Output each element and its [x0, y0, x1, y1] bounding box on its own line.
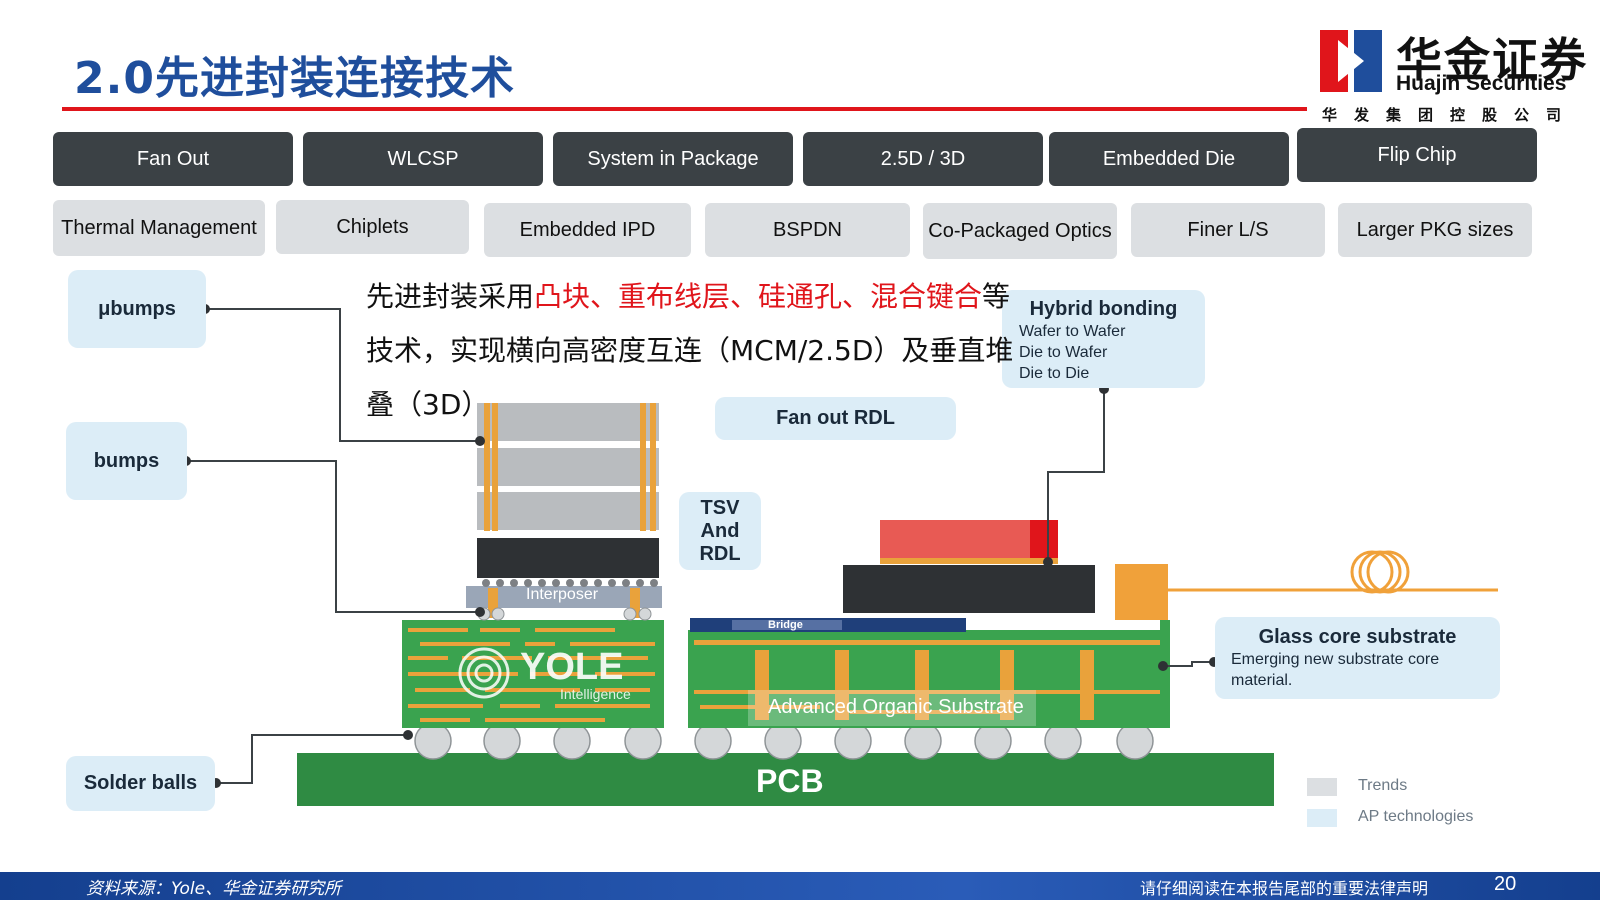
- desc-part1: 先进封装采用: [366, 280, 535, 313]
- tech-embedded-die: Embedded Die: [1049, 132, 1289, 186]
- bridge-label: Bridge: [768, 619, 803, 631]
- legend-ap-swatch: [1307, 809, 1337, 827]
- trend-bspdn: BSPDN: [705, 203, 910, 257]
- description-text: 先进封装采用凸块、重布线层、硅通孔、混合键合等技术，实现横向高密度互连（MCM/…: [366, 270, 1026, 432]
- yole-watermark: YOLE: [520, 646, 624, 688]
- callout-glass-core: Glass core substrate Emerging new substr…: [1215, 617, 1500, 699]
- tech-2-5d-3d: 2.5D / 3D: [803, 132, 1043, 186]
- tech-system-in-package: System in Package: [553, 132, 793, 186]
- logo-english-name: Huajin Securities: [1396, 72, 1567, 95]
- huajin-logo-icon: [1320, 30, 1382, 92]
- hybrid-item-1: Wafer to Wafer: [1019, 323, 1126, 340]
- pcb-board: [297, 753, 1274, 806]
- trend-co-packaged-optics: Co-Packaged Optics: [923, 203, 1117, 259]
- solder-balls: [414, 722, 1154, 760]
- glass-desc: Emerging new substrate core material.: [1231, 651, 1440, 689]
- substrate-label: Advanced Organic Substrate: [768, 696, 1024, 718]
- hybrid-item-2: Die to Wafer: [1019, 344, 1108, 361]
- tech-fan-out: Fan Out: [53, 132, 293, 186]
- disclaimer-text: 请仔细阅读在本报告尾部的重要法律声明: [1140, 879, 1429, 898]
- callout-hybrid-bonding: Hybrid bonding Wafer to Wafer Die to Waf…: [1002, 290, 1205, 388]
- logic-die: [477, 538, 659, 578]
- yole-logo-icon: [458, 647, 510, 699]
- desc-highlight: 凸块、重布线层、硅通孔、混合键合: [534, 280, 983, 313]
- trend-larger-pkg-sizes: Larger PKG sizes: [1338, 203, 1532, 257]
- glass-title: Glass core substrate: [1258, 626, 1457, 648]
- hybrid-title: Hybrid bonding: [1029, 298, 1178, 320]
- trend-embedded-ipd: Embedded IPD: [484, 203, 691, 257]
- legend-trends-label: Trends: [1358, 777, 1408, 794]
- page-number: 20: [1494, 873, 1517, 895]
- callout-bumps: bumps: [66, 422, 187, 500]
- callout-fan-out-rdl: Fan out RDL: [715, 397, 956, 440]
- callout-ubumps: μbumps: [68, 270, 206, 348]
- callout-tsv-rdl: TSV And RDL: [679, 492, 761, 570]
- trend-thermal-management: Thermal Management: [53, 200, 265, 256]
- callout-solder-balls: Solder balls: [66, 756, 215, 811]
- logo-subtitle: 华发集团控股公司: [1322, 106, 1579, 124]
- legend-trends-swatch: [1307, 778, 1337, 796]
- interposer: [466, 586, 662, 608]
- page-title: 2.0先进封装连接技术: [74, 53, 515, 104]
- tsv-line-1: TSV: [700, 496, 740, 519]
- legend-ap-label: AP technologies: [1358, 808, 1474, 825]
- tech-flip-chip: Flip Chip: [1297, 128, 1537, 182]
- title-underline: [62, 107, 1307, 111]
- optical-engine: [1115, 564, 1168, 620]
- right-die: [843, 565, 1095, 613]
- trend-chiplets: Chiplets: [276, 200, 469, 254]
- yole-watermark-sub: Intelligence: [560, 686, 631, 702]
- logo-chinese-name: 华金证券: [1396, 33, 1588, 87]
- tsv-line-2: And: [700, 519, 740, 542]
- trend-finer-ls: Finer L/S: [1131, 203, 1325, 257]
- tech-wlcsp: WLCSP: [303, 132, 543, 186]
- interposer-label: Interposer: [526, 586, 599, 603]
- hybrid-die: [880, 520, 1058, 560]
- source-text: 资料来源：Yole、华金证券研究所: [86, 879, 342, 899]
- tsv-line-3: RDL: [699, 542, 741, 565]
- desc-part2: 等技术，实现横向高密度互连（MCM/2.5D）及垂直堆叠（3D）: [366, 280, 1014, 421]
- package-diagram: [181, 304, 1498, 806]
- footer-bar: [0, 872, 1600, 900]
- pcb-label: PCB: [756, 763, 824, 799]
- hybrid-item-3: Die to Die: [1019, 365, 1090, 382]
